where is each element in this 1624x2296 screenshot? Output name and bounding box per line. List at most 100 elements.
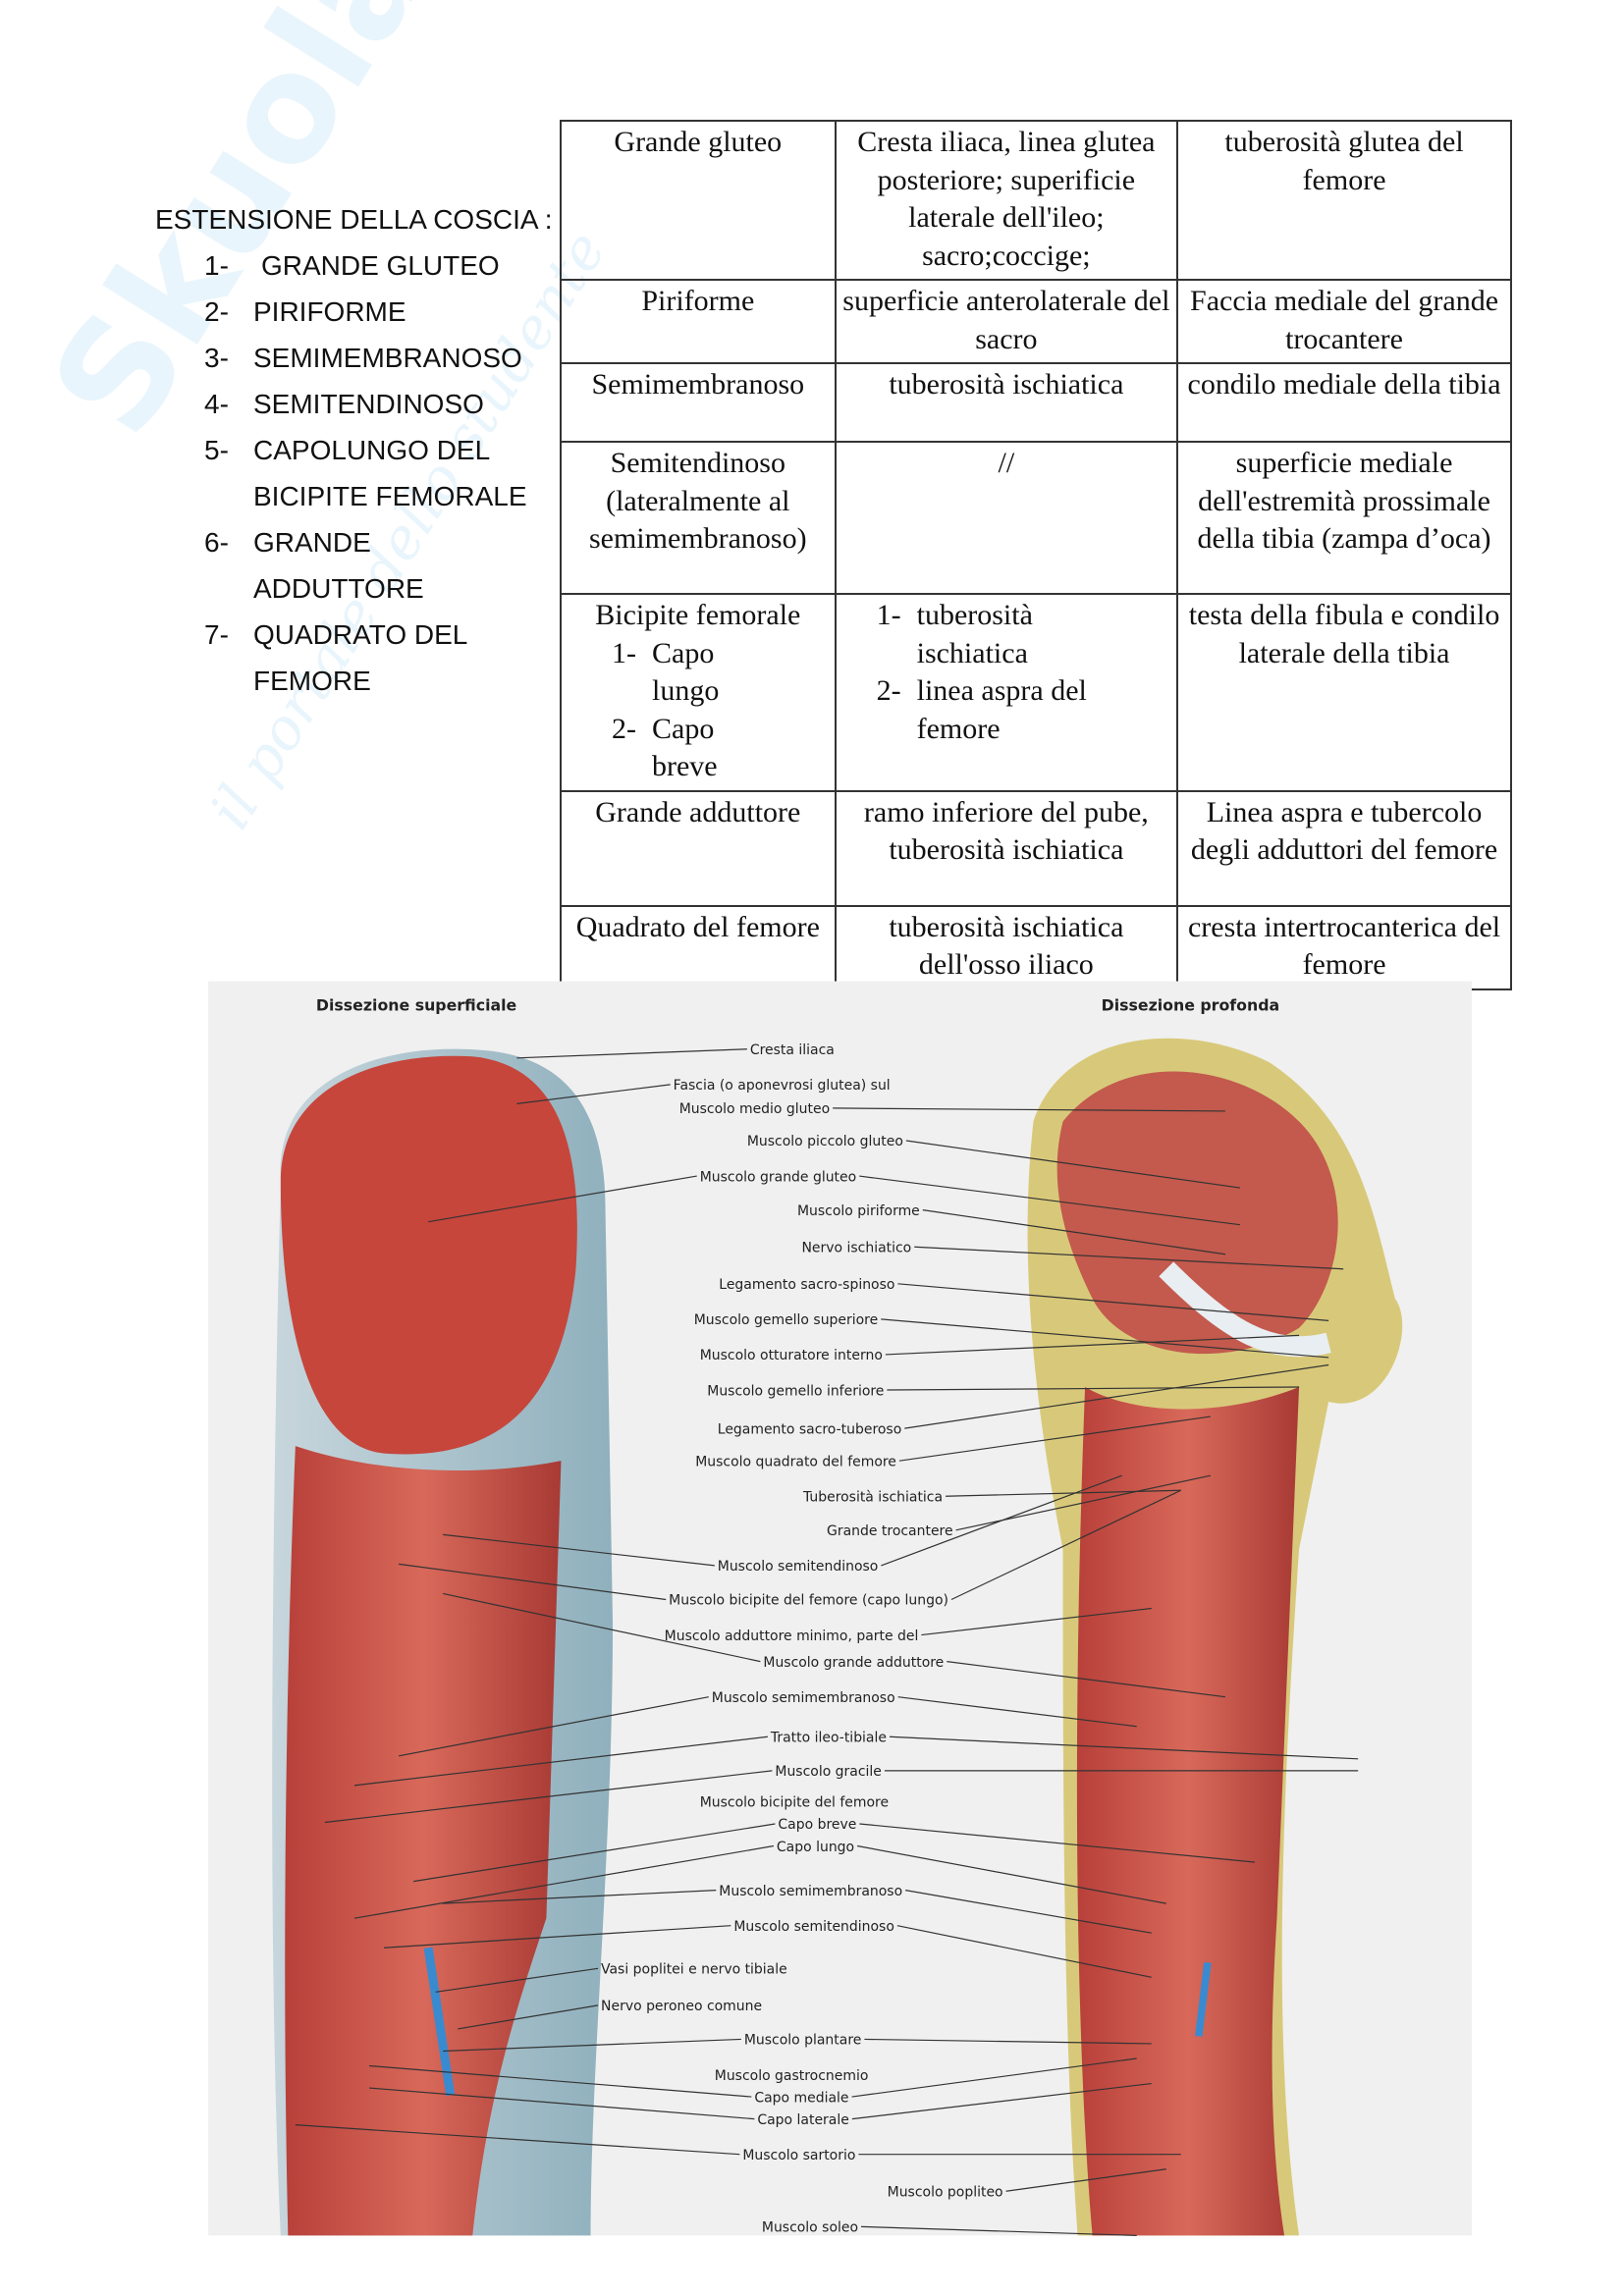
- leader-line: [955, 1474, 1211, 1531]
- sub-item: 1- Capo lungo: [568, 635, 829, 711]
- leader-line: [399, 1563, 667, 1601]
- leader-line: [905, 1140, 1241, 1189]
- list-number: 6-: [204, 527, 229, 558]
- leader-line: [295, 2124, 740, 2156]
- leader-line: [897, 1696, 1137, 1728]
- anatomy-label: Muscolo quadrato del femore: [695, 1454, 896, 1469]
- anatomy-label: Muscolo gemello inferiore: [707, 1383, 884, 1399]
- deep-leg-illustration: [1027, 1038, 1403, 2236]
- leader-line: [946, 1489, 1181, 1497]
- list-number: 1-: [204, 250, 229, 281]
- leader-line: [861, 2225, 1137, 2236]
- origin-cell: tuberosità ischiatica: [834, 362, 1179, 443]
- muscle-cell: Semitendinoso (lateralmente al semimembr…: [560, 441, 837, 595]
- list-line: FEMORE: [253, 666, 371, 696]
- anatomy-label: Muscolo grande gluteo: [700, 1169, 856, 1185]
- leader-line: [353, 1844, 775, 1919]
- anatomy-label: Nervo peroneo comune: [601, 1999, 762, 2014]
- leader-line: [887, 1386, 1300, 1391]
- sub-number: 1-: [612, 636, 636, 669]
- list-text: PIRIFORME: [253, 289, 548, 335]
- leader-line: [443, 1592, 761, 1663]
- anatomy-label: Muscolo soleo: [762, 2220, 858, 2236]
- leader-line: [859, 1175, 1241, 1226]
- anatomy-label: Muscolo otturatore interno: [700, 1348, 883, 1363]
- anatomy-label: Muscolo semimembranoso: [719, 1884, 902, 1899]
- list-number: 7-: [204, 619, 229, 650]
- list-text: QUADRATO DEL FEMORE: [253, 612, 548, 704]
- muscle-cell: Piriforme: [560, 279, 837, 364]
- list-item: 4-SEMITENDINOSO: [155, 381, 553, 427]
- list-line: QUADRATO DEL: [253, 619, 468, 650]
- title-deep: Dissezione profonda: [1102, 996, 1280, 1015]
- origin-cell: 1- tuberosità ischiatica 2- linea aspra del…: [834, 593, 1179, 792]
- origin-cell: Cresta iliaca, linea glutea posteriore; …: [834, 120, 1179, 281]
- anatomy-label: Vasi poplitei e nervo tibiale: [601, 1962, 787, 1978]
- sub-number: 2-: [876, 674, 901, 707]
- leader-line: [881, 1318, 1329, 1359]
- muscle-cell: Grande adduttore: [560, 789, 837, 907]
- leader-line: [368, 2087, 755, 2120]
- anatomy-label: Muscolo adduttore minimo, parte del: [665, 1629, 919, 1644]
- muscle-cell: Grande gluteo: [560, 120, 837, 281]
- list-number: 3-: [204, 343, 229, 373]
- leader-line: [353, 1735, 768, 1787]
- anatomy-label: Muscolo gracile: [775, 1764, 881, 1780]
- leader-line: [398, 1696, 709, 1757]
- title-superficial: Dissezione superficiale: [316, 996, 516, 1015]
- anatomy-label: Muscolo popliteo: [888, 2185, 1003, 2201]
- leader-line: [516, 1048, 747, 1059]
- leader-line: [443, 1890, 717, 1904]
- leader-line: [435, 1967, 599, 1993]
- origin-cell: ramo inferiore del pube, tuberosità isch…: [834, 789, 1179, 907]
- sub-number: 1-: [876, 599, 901, 631]
- anatomy-label: Nervo ischiatico: [801, 1240, 911, 1255]
- anatomy-label: Fascia (o aponevrosi glutea) sul: [674, 1078, 891, 1094]
- anatomy-label: Muscolo piriforme: [797, 1203, 920, 1219]
- origin-cell: //: [834, 441, 1179, 595]
- leader-line: [914, 1246, 1344, 1270]
- sub-text: tuberosità ischiatica: [916, 599, 1033, 669]
- list-line: CAPOLUNGO DEL: [253, 435, 491, 465]
- origin-cell: superficie anterolaterale del sacro: [834, 279, 1179, 364]
- insertion-cell: tuberosità glutea del femore: [1176, 120, 1512, 281]
- sub-number: 2-: [612, 712, 636, 745]
- anatomy-label: Muscolo bicipite del femore: [700, 1795, 889, 1811]
- sub-text: Capo lungo: [652, 636, 720, 708]
- sub-text: linea aspra del femore: [916, 674, 1087, 745]
- insertion-cell: Faccia mediale del grande trocantere: [1176, 279, 1512, 364]
- anatomy-label: Muscolo piccolo gluteo: [747, 1134, 903, 1149]
- extension-muscle-list: ESTENSIONE DELLA COSCIA : 1-GRANDE GLUTE…: [155, 196, 553, 704]
- anatomy-label: Grande trocantere: [827, 1523, 953, 1539]
- list-line: PIRIFORME: [253, 296, 406, 327]
- superficial-leg-illustration: [272, 1048, 614, 2236]
- leader-line: [443, 1533, 715, 1567]
- anatomy-label: Muscolo gemello superiore: [694, 1312, 878, 1328]
- leader-lines: [295, 1048, 1359, 2236]
- insertion-cell: Linea aspra e tubercolo degli adduttori …: [1176, 789, 1512, 907]
- leader-line: [458, 2004, 599, 2030]
- list-number: 5-: [204, 435, 229, 465]
- leader-line: [833, 1107, 1225, 1112]
- leader-line: [324, 1770, 773, 1824]
- anatomy-label: Muscolo sartorio: [742, 2148, 855, 2163]
- anatomy-label: Capo breve: [778, 1817, 856, 1833]
- leader-line: [921, 1607, 1152, 1636]
- list-line: GRANDE: [253, 527, 371, 558]
- leader-line: [413, 1823, 776, 1883]
- list-title: ESTENSIONE DELLA COSCIA :: [155, 204, 553, 235]
- anatomy-label: Muscolo grande adduttore: [763, 1655, 944, 1671]
- list-line: SEMITENDINOSO: [253, 389, 484, 419]
- muscle-cell: Quadrato del femore: [560, 904, 837, 990]
- anatomy-label: Legamento sacro-tuberoso: [718, 1421, 901, 1437]
